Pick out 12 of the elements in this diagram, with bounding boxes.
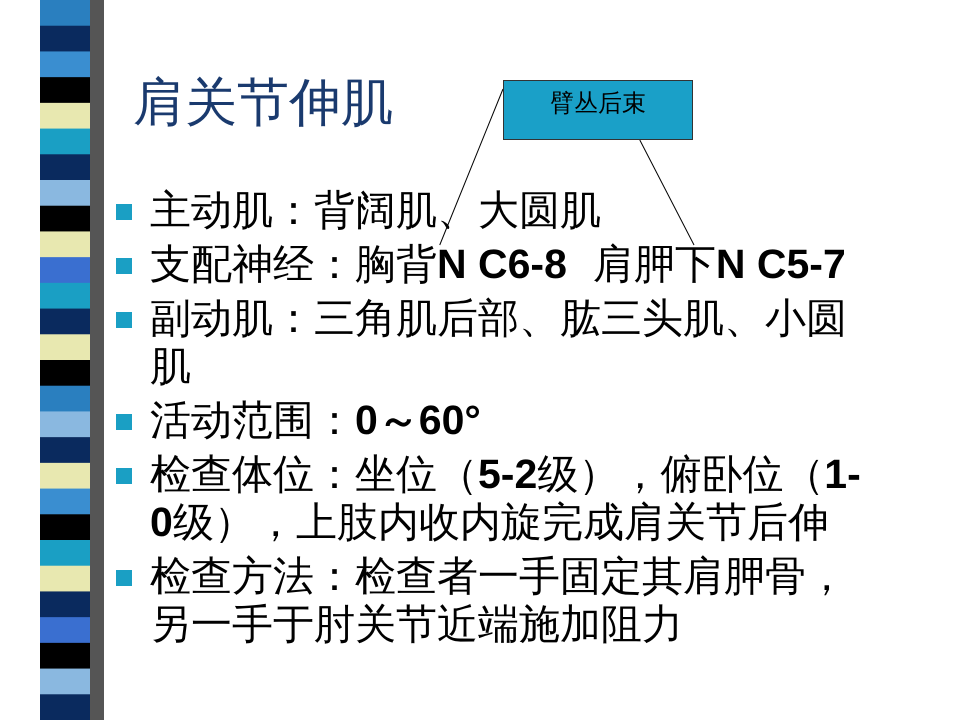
nerve-label: 肩胛下N C5-7 (592, 241, 846, 287)
leader-line (439, 88, 504, 246)
bullet-text: 检查方法：检查者一手固定其肩胛骨，另一手于肘关节近端施加阻力 (150, 553, 847, 647)
bullet-text: 支配神经： (150, 241, 355, 287)
slide-title: 肩关节伸肌 (133, 73, 393, 134)
bullet-text: 副动肌：三角肌后部、肱三头肌、小圆肌 (150, 295, 847, 389)
bullet-text: 活动范围：0～60° (150, 397, 481, 443)
callout-text: 臂丛后束 (550, 89, 646, 119)
nerve-label: 胸背N C6-8 (355, 241, 567, 287)
bullet-text: 检查体位：坐位（5-2级），俯卧位（1-0级），上肢内收内旋完成肩关节后伸 (150, 451, 861, 545)
callout-box (503, 80, 693, 140)
leader-line (639, 140, 695, 246)
